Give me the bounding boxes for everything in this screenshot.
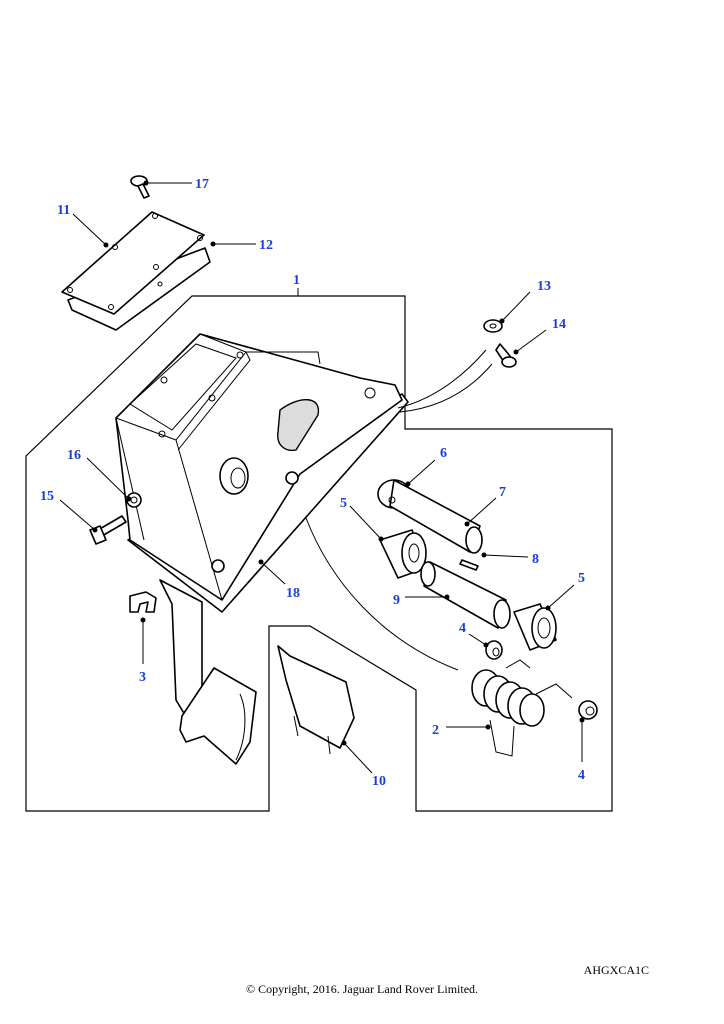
callout-3: 3 xyxy=(139,670,146,685)
callout-5-right: 5 xyxy=(578,571,585,586)
callout-12: 12 xyxy=(259,238,273,253)
callout-9: 9 xyxy=(393,593,400,608)
callout-17: 17 xyxy=(195,177,209,192)
callout-5-left: 5 xyxy=(340,496,347,511)
bush-part-4-upper xyxy=(485,640,503,660)
callout-15: 15 xyxy=(40,489,54,504)
callout-6: 6 xyxy=(440,446,447,461)
bracket-part-10 xyxy=(277,645,355,755)
pedal-box-housing xyxy=(115,333,409,613)
bush-part-5-right xyxy=(513,603,557,651)
clip-part-3 xyxy=(129,591,157,613)
callout-11: 11 xyxy=(57,203,70,218)
leader-lines xyxy=(59,180,585,774)
callout-4-upper: 4 xyxy=(459,621,466,636)
pivot-shaft-part-6 xyxy=(377,479,483,554)
callout-4-lower: 4 xyxy=(578,768,585,783)
callout-18: 18 xyxy=(286,586,300,601)
callout-14: 14 xyxy=(552,317,566,332)
reference-code: AHGXCA1C xyxy=(583,963,649,977)
bush-part-5-left xyxy=(379,529,427,579)
copyright-notice: © Copyright, 2016. Jaguar Land Rover Lim… xyxy=(245,982,479,996)
callout-2: 2 xyxy=(432,723,439,738)
return-spring-part-2 xyxy=(471,659,573,757)
cover-plate-part xyxy=(61,211,211,331)
callout-16: 16 xyxy=(67,448,81,463)
callout-13: 13 xyxy=(537,279,551,294)
washer-part-13 xyxy=(483,319,503,333)
assembly-frame xyxy=(25,295,613,812)
pin-part-9 xyxy=(420,561,511,629)
bush-part-4-lower xyxy=(578,700,598,720)
callout-1: 1 xyxy=(293,273,300,288)
screw-part-17 xyxy=(130,175,150,199)
callout-7: 7 xyxy=(499,485,506,500)
callout-10: 10 xyxy=(372,774,386,789)
roll-pin-part-8 xyxy=(459,559,479,571)
callout-8: 8 xyxy=(532,552,539,567)
pedal-arm xyxy=(159,579,257,765)
screw-part-14 xyxy=(495,343,517,368)
